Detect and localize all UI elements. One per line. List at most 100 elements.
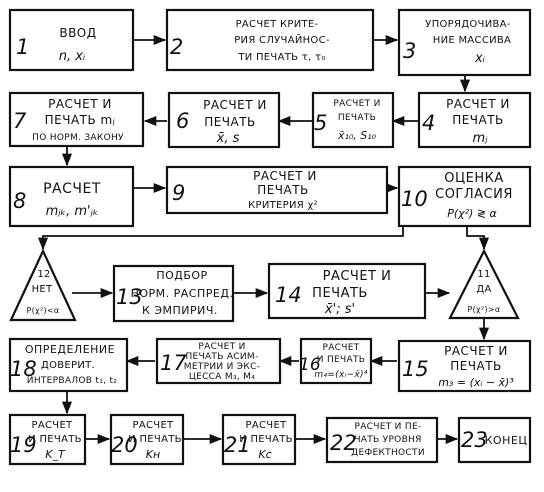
block-12-number: 12 bbox=[37, 269, 50, 280]
block-10-text: ОЦЕНКА bbox=[444, 171, 503, 186]
block-23: 23 КОНЕЦ bbox=[457, 416, 532, 464]
process-box bbox=[267, 262, 427, 320]
process-box bbox=[457, 416, 532, 464]
block-23-text: КОНЕЦ bbox=[485, 434, 528, 447]
process-box bbox=[397, 8, 532, 77]
block-17: 17 РАСЧЕТ И ПЕЧАТЬ АСИМ- МЕТРИИ И ЭКС- Ц… bbox=[155, 337, 282, 385]
block-3-number: 3 bbox=[403, 39, 416, 63]
block-16-text: РАСЧЕТ bbox=[322, 343, 359, 353]
block-4-number: 4 bbox=[422, 111, 435, 135]
process-box bbox=[8, 337, 129, 393]
process-box bbox=[167, 91, 281, 149]
block-15-text: РАСЧЕТ И bbox=[444, 344, 508, 358]
block-14-text: ПЕЧАТЬ bbox=[312, 286, 368, 301]
block-22-text: ДЕФЕКТНОСТИ bbox=[351, 448, 425, 458]
block-1-text: n, xᵢ bbox=[59, 49, 86, 64]
process-box bbox=[311, 91, 395, 149]
block-7-text: ПЕЧАТЬ mⱼ bbox=[45, 113, 116, 127]
block-2-text: РИЯ СЛУЧАЙНОС- bbox=[234, 33, 330, 46]
block-14-text: x̄'; s' bbox=[324, 302, 355, 317]
process-box bbox=[397, 165, 532, 228]
block-22-text: РАСЧЕТ И ПЕ- bbox=[355, 422, 422, 432]
block-17-text: ЦЕССА M₃, M₄ bbox=[189, 372, 255, 382]
block-19-text: K_T bbox=[45, 448, 66, 461]
block-6-text: x̄, s bbox=[216, 131, 240, 146]
block-20-number: 20 bbox=[111, 433, 138, 457]
block-15: 15 РАСЧЕТ И ПЕЧАТЬ m₃ = (xᵢ − x̄)³ bbox=[397, 339, 532, 393]
process-box bbox=[325, 416, 439, 464]
block-18-text: ОПРЕДЕЛЕНИЕ bbox=[25, 343, 115, 356]
decision-shape bbox=[448, 248, 520, 320]
arrow-10-12 bbox=[37, 226, 404, 251]
block-21-text: РАСЧЕТ bbox=[246, 420, 288, 431]
block-19-text: РАСЧЕТ bbox=[32, 420, 74, 431]
block-2-text: ТИ ПЕЧАТЬ τ, τ₀ bbox=[237, 52, 325, 63]
block-13-text: К ЭМПИРИЧ. bbox=[142, 304, 218, 317]
process-box bbox=[8, 8, 135, 72]
block-6-text: РАСЧЕТ И bbox=[203, 98, 267, 112]
block-5-text: x̄₁₀, S₁₀ bbox=[337, 129, 377, 142]
block-17-text: МЕТРИИ И ЭКС- bbox=[184, 362, 260, 372]
block-6: 6 РАСЧЕТ И ПЕЧАТЬ x̄, s bbox=[167, 91, 281, 149]
block-9-text: ПЕЧАТЬ bbox=[257, 183, 309, 197]
block-18-number: 18 bbox=[10, 357, 37, 381]
block-17-text: ПЕЧАТЬ АСИМ- bbox=[185, 352, 258, 362]
block-21: 21 РАСЧЕТ И ПЕЧАТЬ Kс bbox=[221, 413, 297, 466]
block-16-number: 16 bbox=[299, 355, 321, 375]
block-7-text: РАСЧЕТ И bbox=[48, 97, 112, 111]
process-box bbox=[417, 91, 532, 149]
block-19-number: 19 bbox=[10, 433, 37, 457]
block-5-number: 5 bbox=[314, 111, 327, 135]
block-11-number: 11 bbox=[477, 269, 490, 280]
block-8: 8 РАСЧЕТ mⱼₖ, m'ⱼₖ bbox=[8, 165, 135, 228]
block-12: 12 НЕТ P(χ²)<α bbox=[9, 248, 77, 322]
block-6-number: 6 bbox=[176, 109, 189, 133]
process-box bbox=[8, 165, 135, 228]
block-3-text: УПОРЯДОЧИВА- bbox=[425, 19, 510, 30]
block-20: 20 РАСЧЕТ И ПЕЧАТЬ Kн bbox=[109, 413, 185, 466]
block-16-text: m₄=(xᵢ−x̄)⁴ bbox=[314, 370, 367, 380]
process-box bbox=[221, 413, 297, 466]
block-14: 14 РАСЧЕТ И ПЕЧАТЬ x̄'; s' bbox=[267, 262, 427, 320]
block-10-text: P(χ²) ≷ α bbox=[447, 207, 497, 220]
block-1-text: ВВОД bbox=[59, 26, 96, 40]
block-5: 5 РАСЧЕТ И ПЕЧАТЬ x̄₁₀, S₁₀ bbox=[311, 91, 395, 149]
block-4-text: mⱼ bbox=[473, 131, 489, 146]
block-13-text: НОРМ. РАСПРЕД. bbox=[131, 287, 234, 300]
arrow-10-11 bbox=[466, 226, 490, 251]
process-box bbox=[8, 413, 87, 466]
block-19-text: И ПЕЧАТЬ bbox=[28, 434, 82, 445]
block-7: 7 РАСЧЕТ И ПЕЧАТЬ mⱼ ПО НОРМ. ЗАКОНУ bbox=[8, 91, 145, 148]
block-22-text: ЧАТЬ УРОВНЯ bbox=[354, 435, 421, 445]
block-12-text: НЕТ bbox=[32, 284, 53, 295]
block-6-text: ПЕЧАТЬ bbox=[204, 115, 256, 129]
process-box bbox=[165, 8, 375, 72]
block-18-text: ДОВЕРИТ. bbox=[41, 360, 95, 371]
block-8-number: 8 bbox=[13, 189, 26, 213]
block-13-number: 13 bbox=[116, 285, 143, 309]
block-20-text: Kн bbox=[146, 448, 160, 461]
block-11-text: ДА bbox=[476, 284, 491, 295]
block-14-number: 14 bbox=[275, 283, 302, 307]
block-1: 1 ВВОД n, xᵢ bbox=[8, 8, 135, 72]
block-3-text: НИЕ МАССИВА bbox=[433, 35, 511, 46]
block-8-text: mⱼₖ, m'ⱼₖ bbox=[46, 204, 99, 219]
block-2-text: РАСЧЕТ КРИТЕ- bbox=[236, 19, 319, 30]
block-22-number: 22 bbox=[330, 431, 357, 455]
block-3: 3 УПОРЯДОЧИВА- НИЕ МАССИВА xᵢ bbox=[397, 8, 532, 77]
block-16-text: И ПЕЧАТЬ bbox=[317, 355, 365, 365]
block-10-text: СОГЛАСИЯ bbox=[435, 187, 513, 202]
block-5-text: ПЕЧАТЬ bbox=[338, 113, 376, 123]
block-12-text: P(χ²)<α bbox=[27, 306, 60, 315]
block-14-text: РАСЧЕТ И bbox=[323, 269, 392, 284]
block-7-number: 7 bbox=[13, 109, 27, 133]
block-18-text: ИНТЕРВАЛОВ t₁, t₂ bbox=[27, 376, 118, 386]
block-18: 18 ОПРЕДЕЛЕНИЕ ДОВЕРИТ. ИНТЕРВАЛОВ t₁, t… bbox=[8, 337, 129, 393]
block-23-number: 23 bbox=[461, 428, 488, 452]
block-17-text: РАСЧЕТ И bbox=[198, 342, 245, 352]
block-21-number: 21 bbox=[224, 433, 251, 457]
block-9-text: КРИТЕРИЯ χ² bbox=[248, 200, 318, 211]
block-15-number: 15 bbox=[402, 357, 429, 381]
block-22: 22 РАСЧЕТ И ПЕ- ЧАТЬ УРОВНЯ ДЕФЕКТНОСТИ bbox=[325, 416, 439, 464]
